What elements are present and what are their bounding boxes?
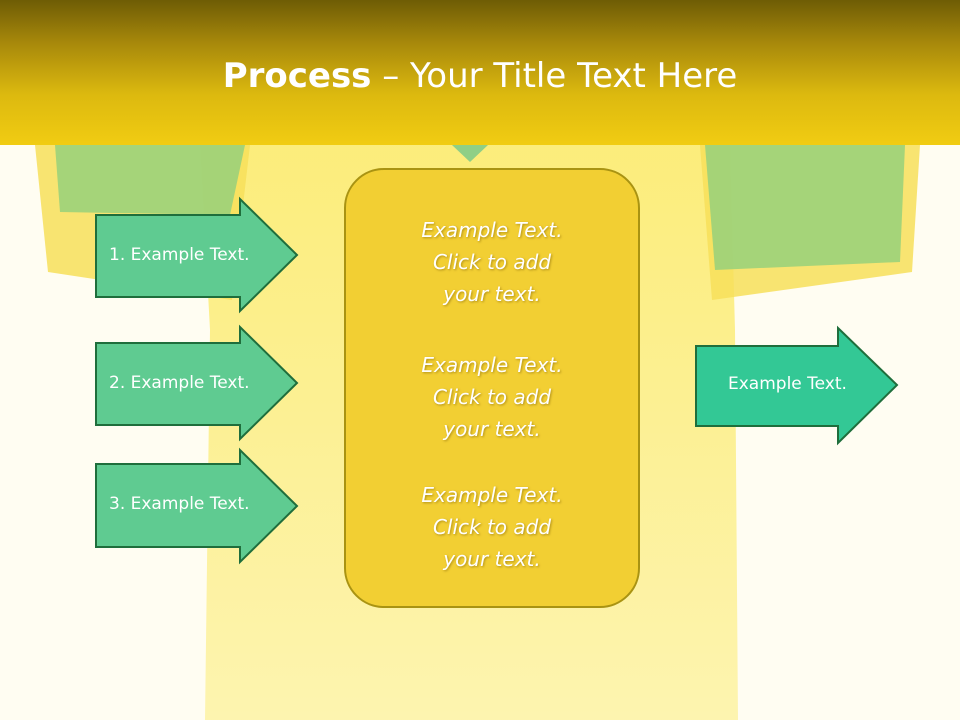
input-arrow-label: 1. Example Text.: [109, 245, 250, 265]
input-arrow-1[interactable]: 1. Example Text.: [95, 196, 299, 314]
slide-title: Process – Your Title Text Here: [0, 54, 960, 98]
block-line: Click to add: [432, 250, 552, 274]
process-text-block[interactable]: Example Text. Click to add your text.: [346, 479, 638, 575]
arrow-shape-icon: [95, 447, 299, 565]
block-line: Example Text.: [421, 218, 563, 242]
output-arrow-label: Example Text.: [728, 374, 847, 394]
block-line: Example Text.: [421, 353, 563, 377]
block-line: your text.: [443, 282, 541, 306]
input-arrow-label: 2. Example Text.: [109, 373, 250, 393]
process-text-block[interactable]: Example Text. Click to add your text.: [346, 214, 638, 310]
input-arrow-3[interactable]: 3. Example Text.: [95, 447, 299, 565]
output-arrow[interactable]: Example Text.: [695, 325, 899, 446]
process-text-block[interactable]: Example Text. Click to add your text.: [346, 349, 638, 445]
block-line: your text.: [443, 547, 541, 571]
arrow-shape-icon: [95, 324, 299, 442]
input-arrow-label: 3. Example Text.: [109, 494, 250, 514]
title-rest: – Your Title Text Here: [371, 56, 738, 96]
block-line: Click to add: [432, 515, 552, 539]
block-line: Click to add: [432, 385, 552, 409]
process-box[interactable]: Example Text. Click to add your text. Ex…: [344, 168, 640, 608]
arrow-shape-icon: [95, 196, 299, 314]
block-line: Example Text.: [421, 483, 563, 507]
input-arrow-2[interactable]: 2. Example Text.: [95, 324, 299, 442]
title-bold-word: Process: [222, 56, 372, 96]
arrow-shape-icon: [695, 325, 899, 446]
title-bar: [0, 0, 960, 145]
block-line: your text.: [443, 417, 541, 441]
